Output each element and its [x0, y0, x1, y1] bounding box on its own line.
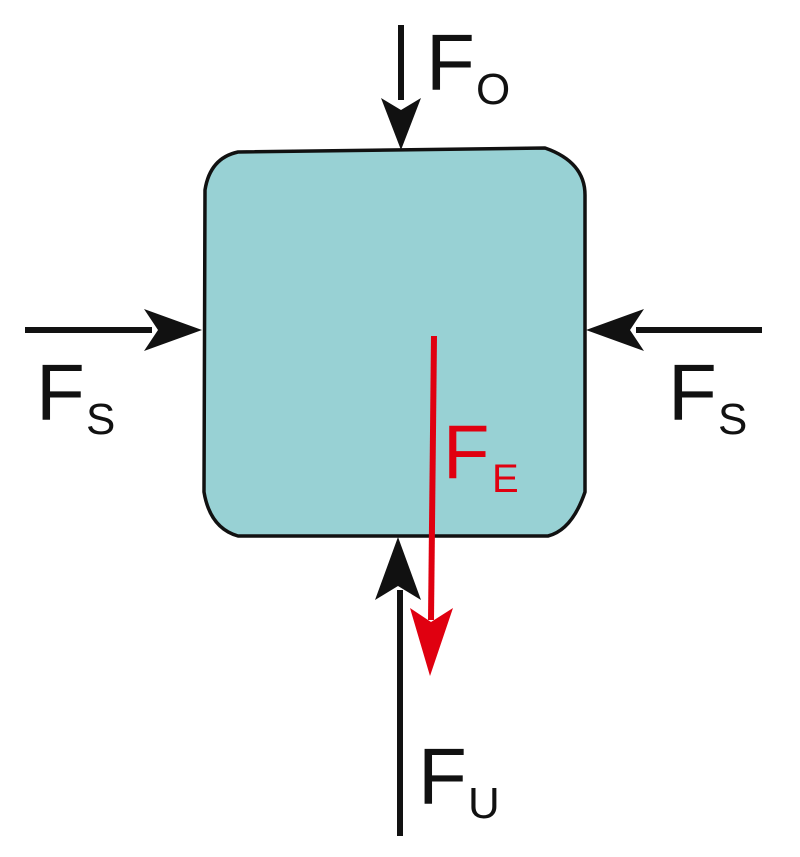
label-left: F S	[36, 348, 115, 444]
block	[202, 146, 587, 538]
label-top: F O	[426, 18, 510, 114]
label-top-symbol: F	[426, 18, 475, 107]
label-bottom-subscript: U	[468, 779, 500, 828]
label-weight-subscript: E	[492, 457, 519, 501]
label-right: F S	[668, 348, 747, 444]
label-right-symbol: F	[668, 348, 717, 437]
force-arrow-right	[586, 309, 762, 351]
label-left-symbol: F	[36, 348, 85, 437]
label-top-subscript: O	[476, 65, 510, 114]
label-bottom-symbol: F	[418, 732, 467, 821]
label-bottom: F U	[418, 732, 500, 828]
force-arrow-left	[25, 309, 202, 351]
label-weight-symbol: F	[443, 410, 489, 495]
force-arrow-top	[381, 25, 421, 150]
label-weight: F E	[443, 410, 519, 501]
label-right-subscript: S	[718, 395, 747, 444]
force-arrow-bottom	[375, 537, 421, 836]
label-left-subscript: S	[86, 395, 115, 444]
force-arrow-weight	[410, 335, 453, 676]
